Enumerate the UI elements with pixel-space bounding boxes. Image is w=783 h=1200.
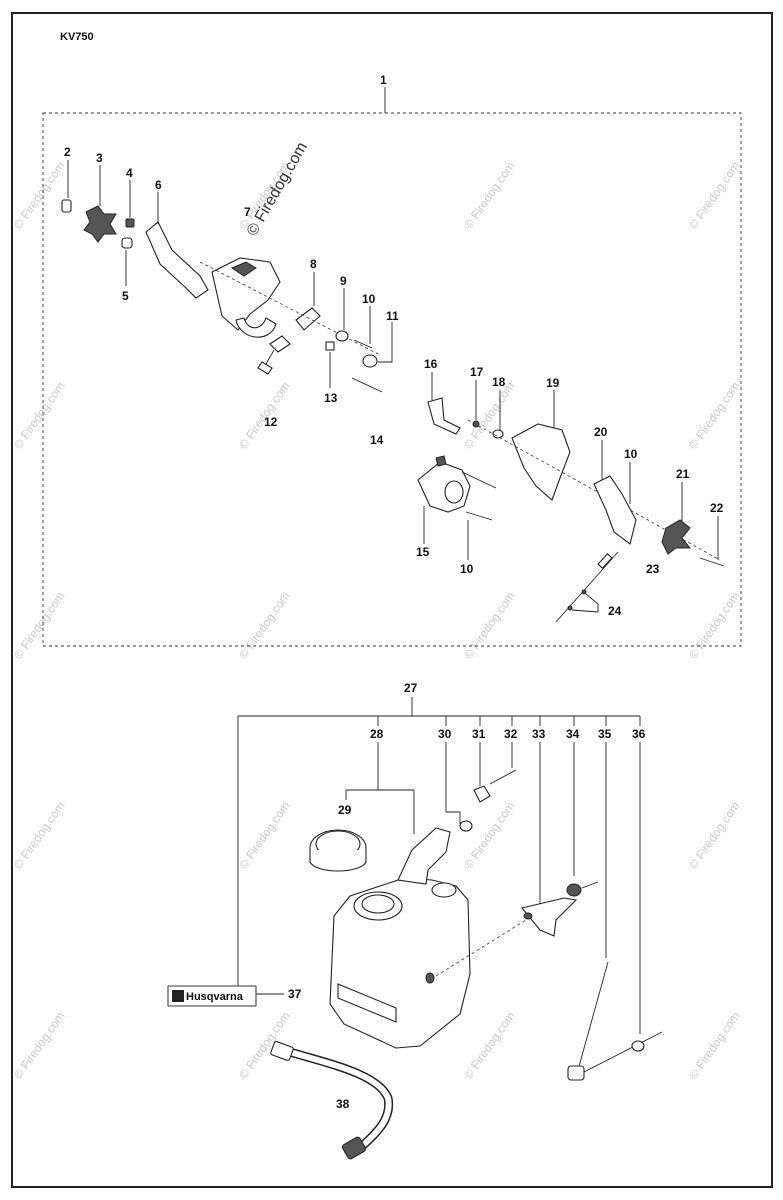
callout-label: 23: [646, 562, 660, 576]
watermark-text: © Firedog.com: [461, 1009, 518, 1082]
callout-label: 14: [370, 433, 384, 447]
part-38-fuel-hose: [270, 1041, 394, 1160]
callout-label: 11: [386, 309, 399, 323]
callout-label: 15: [416, 545, 430, 559]
part-9-bushing: [335, 288, 349, 342]
part-2-sleeve: [61, 160, 72, 213]
watermark-text: © Firedog.com: [461, 159, 518, 232]
callout-label: 20: [594, 425, 608, 439]
watermark-text: © Firedog.com: [11, 159, 68, 232]
part-4-screw: [125, 180, 135, 228]
callout-label: 13: [324, 391, 338, 405]
watermark-text: © Firedog.com: [461, 379, 518, 452]
watermark-text: © Firedog.com: [11, 379, 68, 452]
watermark-text: © Firedog.com: [686, 589, 743, 662]
callout-label: 10: [624, 447, 638, 461]
callout-label: 28: [370, 727, 384, 741]
part-15-handle-clamp: [417, 455, 497, 560]
callout-label: 34: [566, 727, 580, 741]
watermark-text-dark: © Firedog.com: [244, 139, 311, 239]
callout-label: 30: [438, 727, 452, 741]
callout-label: 38: [336, 1097, 350, 1111]
callout-label: 31: [472, 727, 486, 741]
callout-label: 8: [310, 257, 317, 271]
part-housing-clamp: [211, 257, 281, 338]
callout-label: 7: [244, 205, 251, 219]
callout-label: 10: [362, 292, 376, 306]
callout-label: 24: [608, 604, 622, 618]
callout-label: 19: [546, 376, 560, 390]
callout-label: 16: [424, 357, 438, 371]
part-pin: [351, 377, 383, 393]
callout-label: 21: [676, 467, 690, 481]
part-22-bolt: [699, 516, 725, 567]
callout-label: 12: [264, 415, 278, 429]
part-20-bracket: [593, 440, 637, 545]
assembly-group-box: [42, 112, 742, 647]
part-24-rod: [555, 551, 619, 623]
callout-label: 36: [632, 727, 646, 741]
part-3-star-knob: [83, 165, 117, 243]
part-11-cap: [362, 322, 393, 368]
watermark-text: © Firedog.com: [686, 159, 743, 232]
part-19-cover: [511, 390, 571, 501]
part-32-tube: [489, 769, 517, 785]
watermark-text: © Firedog.com: [461, 799, 518, 872]
part-37-decal: Husqvarna: [167, 985, 257, 1007]
part-33-mount-bracket: [521, 897, 578, 937]
callout-label: 5: [122, 289, 129, 303]
part-29-tank-cap: [309, 829, 367, 872]
callout-label: 35: [598, 727, 612, 741]
callout-label: 2: [64, 145, 71, 159]
watermark-text: © Firedog.com: [461, 589, 518, 662]
watermark-text: © Firedog.com: [11, 1009, 68, 1082]
part-16-bent-bracket: [427, 372, 461, 435]
assembly-axis-line: [199, 261, 381, 356]
callout-label: 29: [338, 803, 352, 817]
watermark-text: © Firedog.com: [686, 1009, 743, 1082]
decal-brand-text: Husqvarna: [186, 991, 244, 1003]
part-18-washer: [492, 390, 504, 439]
callout-label: 6: [155, 178, 162, 192]
part-10-screw: [353, 306, 373, 349]
callout-label: 1: [380, 73, 387, 87]
part-28-fuel-tank: [329, 827, 471, 1049]
callout-labels-top: 1 2 3 4 5 6 7 8 9 10 11 12 13 14 15 16 1…: [64, 73, 724, 618]
callout-label: 33: [532, 727, 546, 741]
callout-label: 10: [460, 562, 474, 576]
watermark-text: © Firedog.com: [236, 589, 293, 662]
callout-label: 22: [710, 501, 724, 515]
model-label: KV750: [60, 31, 94, 43]
part-13-nut: [325, 341, 335, 388]
watermark-text: © Firedog.com: [236, 799, 293, 872]
part-21-star-knob: [661, 482, 692, 555]
callout-label: 37: [288, 987, 302, 1001]
callout-label: 32: [504, 727, 518, 741]
callout-label: 3: [96, 151, 103, 165]
callout-label: 9: [340, 274, 347, 288]
part-34-grommet: [566, 881, 599, 897]
watermark-text: © Firedog.com: [11, 589, 68, 662]
part-5-bushing: [121, 237, 133, 286]
part-36-o-ring: [631, 1040, 645, 1052]
drawing-frame: [11, 12, 773, 1188]
callout-label: 27: [404, 681, 418, 695]
watermark-text: © Firedog.com: [686, 379, 743, 452]
part-31-nipple: [473, 785, 491, 803]
callout-label: 17: [470, 365, 484, 379]
callout-labels-bottom: 27 28 30 31 32 33 34 35 36 29 37 38: [288, 681, 646, 1111]
part-6-lever-arm: [145, 192, 209, 299]
part-8-bracket: [295, 272, 321, 331]
callout-label: 4: [126, 166, 133, 180]
part-35-pickup-tube: [567, 961, 663, 1081]
callout-label: 18: [492, 375, 506, 389]
part-30-grommet: [459, 820, 473, 832]
part-12-lever: [257, 335, 291, 375]
watermark-text: © Firedog.com: [686, 799, 743, 872]
watermark-text: © Firedog.com: [11, 799, 68, 872]
